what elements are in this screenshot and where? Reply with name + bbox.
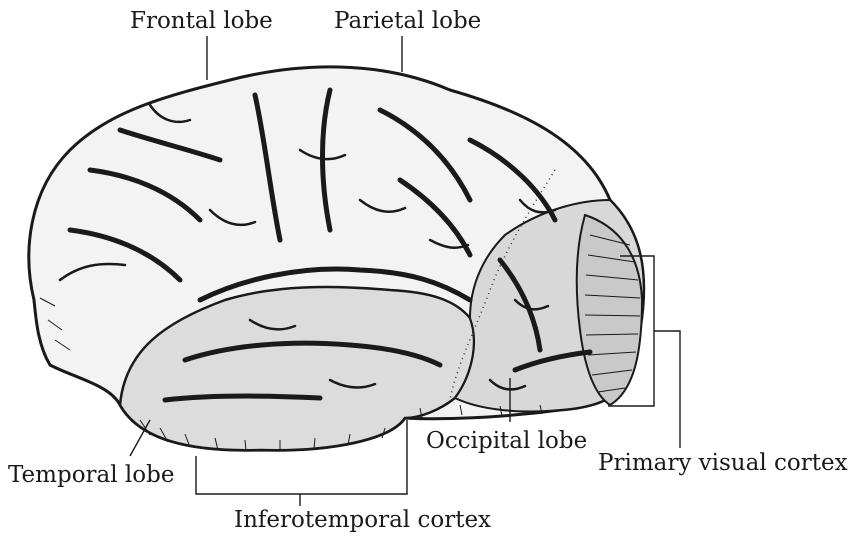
frontal-lobe-label: Frontal lobe xyxy=(130,8,273,34)
primary-visual-cortex-leader xyxy=(654,331,680,448)
occipital-lobe-label: Occipital lobe xyxy=(426,428,587,454)
parietal-lobe-label: Parietal lobe xyxy=(334,8,481,34)
inferotemporal-cortex-label: Inferotemporal cortex xyxy=(234,507,491,533)
temporal-lobe-label: Temporal lobe xyxy=(8,462,174,488)
brain-illustration xyxy=(29,67,644,451)
primary-visual-cortex-label: Primary visual cortex xyxy=(598,450,848,476)
